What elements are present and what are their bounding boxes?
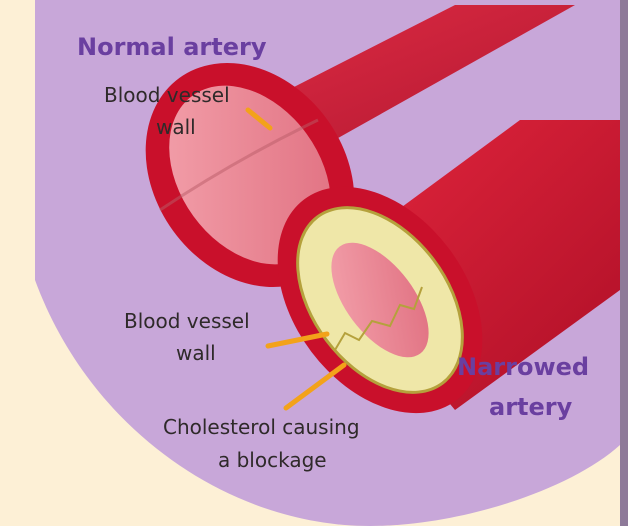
narrowed-artery-title-line-2: artery: [489, 392, 572, 423]
cholesterol-label-line-2: a blockage: [218, 447, 327, 474]
blood-vessel-wall-label-bottom-line-1: Blood vessel: [124, 308, 250, 335]
right-edge-strip: [620, 0, 628, 526]
blood-vessel-wall-label-top-line-1: Blood vessel: [104, 82, 230, 109]
cholesterol-label-line-1: Cholesterol causing: [163, 414, 360, 441]
narrowed-artery-title-line-1: Narrowed: [457, 352, 589, 383]
blood-vessel-wall-label-top-line-2: wall: [156, 114, 196, 141]
normal-artery-title: Normal artery: [77, 32, 266, 63]
blood-vessel-wall-label-bottom-line-2: wall: [176, 340, 216, 367]
